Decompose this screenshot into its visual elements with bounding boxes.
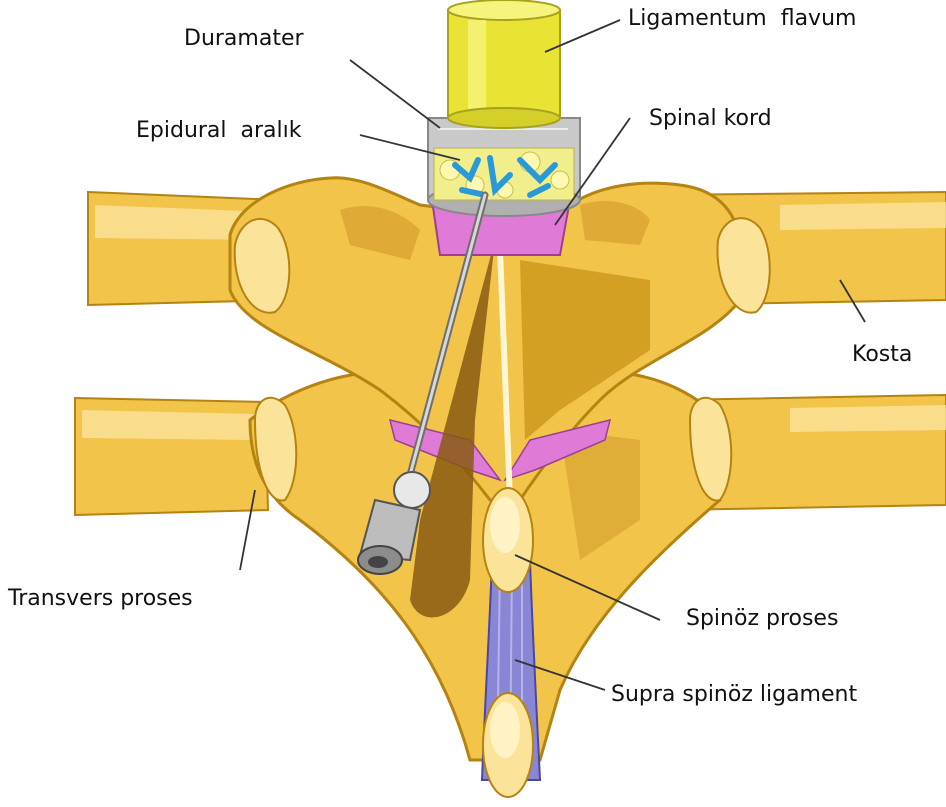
leader-duramater <box>350 60 440 128</box>
spinous-process-lower <box>483 693 533 797</box>
epidural-fat <box>434 148 574 200</box>
label-transvers-proses: Transvers proses <box>8 586 193 612</box>
label-kosta: Kosta <box>852 342 912 368</box>
label-spinoz-proses: Spinöz proses <box>686 606 838 632</box>
label-ligamentum-flavum: Ligamentum flavum <box>628 6 856 32</box>
label-spinal-kord: Spinal kord <box>649 106 772 132</box>
ligamentum-flavum-cylinder <box>448 0 560 128</box>
label-epidural-aralik: Epidural aralık <box>136 118 301 144</box>
spinous-process-upper <box>483 488 533 592</box>
label-duramater: Duramater <box>184 26 304 52</box>
label-supra-spinoz-ligament: Supra spinöz ligament <box>611 682 857 708</box>
lower-left-rib <box>75 398 268 515</box>
